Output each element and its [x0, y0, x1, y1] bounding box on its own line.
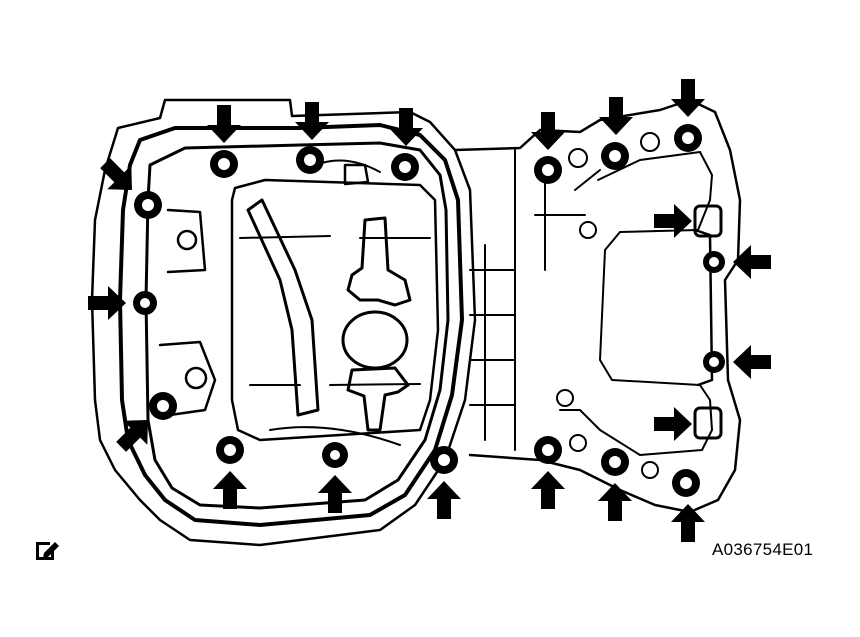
arrow-down — [207, 105, 241, 143]
arrow-left — [733, 345, 771, 379]
bolt — [149, 392, 177, 420]
bolt — [134, 191, 162, 219]
bolt — [391, 153, 419, 181]
bolt — [703, 351, 725, 373]
edit-note-icon — [36, 542, 59, 560]
bolts — [133, 124, 725, 497]
arrow-up — [598, 483, 632, 521]
arrow-down — [295, 102, 329, 140]
pan-right-outline — [453, 98, 742, 514]
arrow-up — [531, 471, 565, 509]
bolt — [322, 442, 348, 468]
bolt — [210, 150, 238, 178]
arrow-up — [427, 481, 461, 519]
bolt — [133, 291, 157, 315]
arrow-up — [318, 475, 352, 513]
bolt — [601, 448, 629, 476]
figure-code: A036754E01 — [712, 540, 814, 559]
arrow-down — [671, 79, 705, 117]
bolt — [216, 436, 244, 464]
bolt — [703, 251, 725, 273]
bolt — [430, 446, 458, 474]
bolt — [674, 124, 702, 152]
arrow-right — [654, 204, 692, 238]
arrow-up — [213, 471, 247, 509]
bolt — [534, 156, 562, 184]
bolt — [672, 469, 700, 497]
bolt — [534, 436, 562, 464]
bolt — [296, 146, 324, 174]
arrow-right — [654, 407, 692, 441]
bolt — [601, 142, 629, 170]
